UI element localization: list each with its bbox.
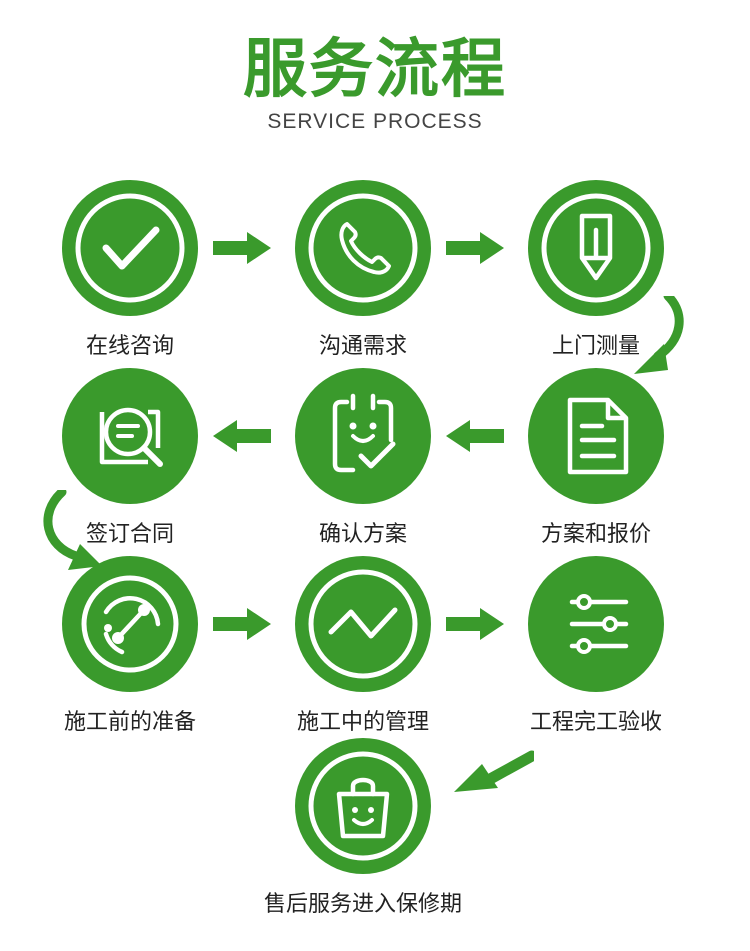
step-label: 上门测量	[551, 334, 640, 359]
arrow-curve-down-icon	[634, 296, 684, 374]
step-measure: 上门测量	[516, 180, 676, 359]
step-label: 确认方案	[318, 522, 407, 547]
arrow-right-icon	[446, 608, 504, 640]
step-completion-acceptance: 工程完工验收	[516, 556, 676, 735]
page-subtitle: SERVICE PROCESS	[267, 110, 483, 133]
arrow-right-icon	[213, 232, 271, 264]
step-label: 施工前的准备	[63, 710, 196, 735]
step-communicate: 沟通需求	[283, 180, 443, 359]
step-confirm-plan: 确认方案	[283, 368, 443, 547]
sliders-icon	[569, 594, 629, 654]
step-plan-quote: 方案和报价	[516, 368, 676, 547]
step-pre-construction: 施工前的准备	[50, 556, 210, 735]
page-title: 服务流程	[243, 33, 507, 107]
step-label: 在线咨询	[85, 334, 174, 359]
arrow-right-icon	[446, 232, 504, 264]
step-circle	[295, 738, 431, 874]
step-circle	[62, 556, 198, 692]
step-after-sales: 售后服务进入保修期	[264, 738, 462, 917]
step-label: 沟通需求	[318, 334, 407, 359]
phone-icon	[308, 193, 418, 303]
step-circle	[295, 180, 431, 316]
arrow-curve-down-icon	[43, 490, 102, 570]
chart-line-icon	[308, 569, 418, 679]
pencil-icon	[541, 193, 651, 303]
arrow-right-icon	[213, 608, 271, 640]
step-circle	[295, 368, 431, 504]
step-label: 施工中的管理	[296, 710, 429, 735]
step-circle	[295, 556, 431, 692]
step-online-consult: 在线咨询	[50, 180, 210, 359]
arrow-left-icon	[213, 420, 271, 452]
step-circle	[62, 368, 198, 504]
shopping-bag-icon	[308, 751, 418, 861]
step-circle	[528, 368, 664, 504]
radar-icon	[81, 575, 179, 673]
checkmark-icon	[75, 193, 185, 303]
document-icon	[567, 397, 629, 475]
step-label: 售后服务进入保修期	[263, 892, 462, 917]
step-construction-management: 施工中的管理	[283, 556, 443, 735]
arrow-left-icon	[446, 420, 504, 452]
step-sign-contract: 签订合同	[50, 368, 210, 547]
step-label: 签订合同	[85, 522, 174, 547]
step-label: 方案和报价	[540, 522, 651, 547]
magnifier-icon	[99, 407, 163, 467]
step-circle	[62, 180, 198, 316]
step-circle	[528, 180, 664, 316]
arrow-diagonal-icon	[454, 750, 534, 792]
step-label: 工程完工验收	[529, 710, 662, 735]
clipboard-check-icon	[332, 393, 396, 473]
step-circle	[528, 556, 664, 692]
